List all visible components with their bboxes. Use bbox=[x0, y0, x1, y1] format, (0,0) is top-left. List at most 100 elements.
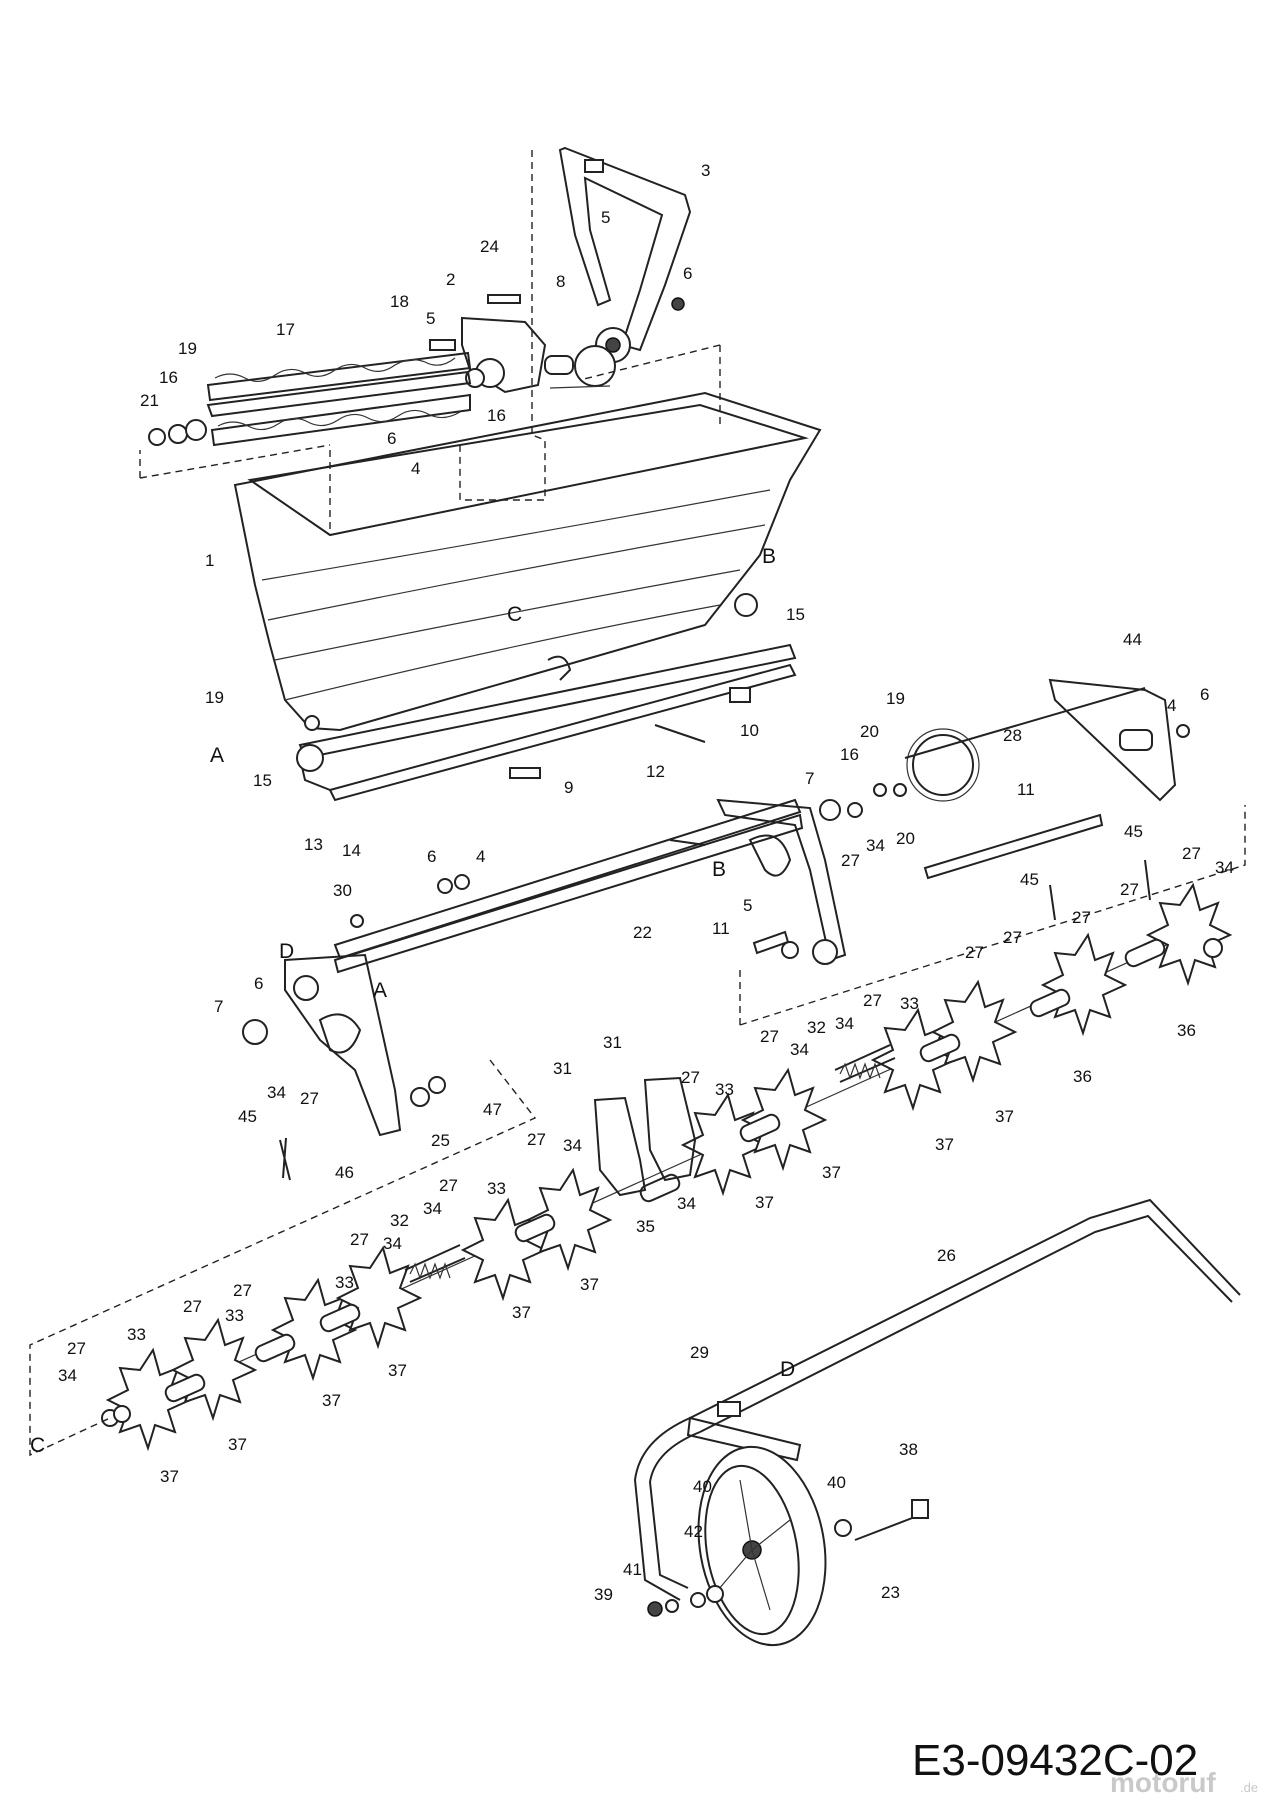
part-label-10: 10 bbox=[740, 721, 759, 740]
watermark-brand: motoruf bbox=[1110, 1767, 1216, 1798]
part-label-6: 6 bbox=[1200, 685, 1209, 704]
part-label-16: 16 bbox=[840, 745, 859, 764]
part-label-31: 31 bbox=[553, 1059, 572, 1078]
watermark-suffix: .de bbox=[1240, 1780, 1258, 1795]
part-label-6: 6 bbox=[683, 264, 692, 283]
part-label-38: 38 bbox=[899, 1440, 918, 1459]
part-label-34: 34 bbox=[677, 1194, 696, 1213]
part-label-4: 4 bbox=[411, 459, 420, 478]
part-label-19: 19 bbox=[205, 688, 224, 707]
frame-assembly bbox=[242, 798, 847, 1137]
part-label-27: 27 bbox=[965, 943, 984, 962]
part-label-47: 47 bbox=[483, 1100, 502, 1119]
part-label-17: 17 bbox=[276, 320, 295, 339]
part-label-37: 37 bbox=[388, 1361, 407, 1380]
part-label-34: 34 bbox=[866, 836, 885, 855]
chain-drive-assembly bbox=[819, 678, 1190, 880]
part-label-32: 32 bbox=[807, 1018, 826, 1037]
part-label-27: 27 bbox=[300, 1089, 319, 1108]
part-label-27: 27 bbox=[67, 1339, 86, 1358]
handle-bracket bbox=[558, 146, 692, 363]
part-label-19: 19 bbox=[178, 339, 197, 358]
part-label-1: 1 bbox=[205, 551, 214, 570]
part-label-40: 40 bbox=[693, 1477, 712, 1496]
part-label-27: 27 bbox=[350, 1230, 369, 1249]
part-label-45: 45 bbox=[238, 1107, 257, 1126]
part-label-32: 32 bbox=[390, 1211, 409, 1230]
part-label-34: 34 bbox=[835, 1014, 854, 1033]
part-label-27: 27 bbox=[1120, 880, 1139, 899]
part-label-37: 37 bbox=[228, 1435, 247, 1454]
part-label-34: 34 bbox=[563, 1136, 582, 1155]
part-label-30: 30 bbox=[333, 881, 352, 900]
part-label-16: 16 bbox=[487, 406, 506, 425]
ref-letter-b: B bbox=[762, 545, 776, 568]
part-label-28: 28 bbox=[1003, 726, 1022, 745]
part-label-22: 22 bbox=[633, 923, 652, 942]
part-label-11: 11 bbox=[712, 919, 730, 938]
part-label-37: 37 bbox=[160, 1467, 179, 1486]
part-label-37: 37 bbox=[755, 1193, 774, 1212]
part-label-16: 16 bbox=[159, 368, 178, 387]
part-label-7: 7 bbox=[214, 997, 223, 1016]
part-label-4: 4 bbox=[476, 847, 485, 866]
ref-letter-c: C bbox=[30, 1434, 45, 1457]
part-label-40: 40 bbox=[827, 1473, 846, 1492]
part-label-33: 33 bbox=[900, 994, 919, 1013]
part-label-34: 34 bbox=[58, 1366, 77, 1385]
part-label-27: 27 bbox=[760, 1027, 779, 1046]
part-label-14: 14 bbox=[342, 841, 361, 860]
part-label-5: 5 bbox=[426, 309, 435, 328]
ref-letter-a: A bbox=[373, 979, 387, 1002]
part-label-46: 46 bbox=[335, 1163, 354, 1182]
part-label-34: 34 bbox=[790, 1040, 809, 1059]
part-label-36: 36 bbox=[1073, 1067, 1092, 1086]
part-label-34: 34 bbox=[423, 1199, 442, 1218]
part-label-45: 45 bbox=[1020, 870, 1039, 889]
part-label-20: 20 bbox=[860, 722, 879, 741]
part-label-5: 5 bbox=[743, 896, 752, 915]
part-label-39: 39 bbox=[594, 1585, 613, 1604]
part-label-15: 15 bbox=[253, 771, 272, 790]
ref-letter-d: D bbox=[279, 940, 294, 963]
part-label-24: 24 bbox=[480, 237, 499, 256]
part-label-11: 11 bbox=[1017, 780, 1035, 799]
part-label-9: 9 bbox=[564, 778, 573, 797]
part-label-37: 37 bbox=[580, 1275, 599, 1294]
part-label-27: 27 bbox=[233, 1281, 252, 1300]
part-number-labels: 3 5 24 2 8 6 18 5 17 19 16 21 16 6 4 1 1… bbox=[58, 161, 1234, 1604]
part-label-29: 29 bbox=[690, 1343, 709, 1362]
part-label-37: 37 bbox=[822, 1163, 841, 1182]
part-label-27: 27 bbox=[1182, 844, 1201, 863]
part-label-45: 45 bbox=[1124, 822, 1143, 841]
part-label-33: 33 bbox=[127, 1325, 146, 1344]
part-label-33: 33 bbox=[335, 1273, 354, 1292]
part-label-3: 3 bbox=[701, 161, 710, 180]
part-label-34: 34 bbox=[1215, 858, 1234, 877]
part-label-35: 35 bbox=[636, 1217, 655, 1236]
part-label-31: 31 bbox=[603, 1033, 622, 1052]
part-label-34: 34 bbox=[383, 1234, 402, 1253]
hopper-bottom-rails bbox=[296, 593, 797, 802]
drawing-code: E3-09432C-02 bbox=[912, 1736, 1198, 1785]
part-label-42: 42 bbox=[684, 1522, 703, 1541]
part-label-33: 33 bbox=[487, 1179, 506, 1198]
agitator-bars bbox=[148, 351, 472, 447]
part-label-12: 12 bbox=[646, 762, 665, 781]
reference-letters: B C A B D A C D bbox=[30, 545, 795, 1457]
part-label-27: 27 bbox=[863, 991, 882, 1010]
part-label-33: 33 bbox=[715, 1080, 734, 1099]
ref-letter-d: D bbox=[780, 1358, 795, 1381]
part-label-2: 2 bbox=[446, 270, 455, 289]
part-label-25: 25 bbox=[431, 1131, 450, 1150]
part-label-18: 18 bbox=[390, 292, 409, 311]
part-label-8: 8 bbox=[556, 272, 565, 291]
part-label-37: 37 bbox=[935, 1135, 954, 1154]
part-label-27: 27 bbox=[527, 1130, 546, 1149]
part-label-34: 34 bbox=[267, 1083, 286, 1102]
part-label-27: 27 bbox=[1003, 928, 1022, 947]
part-label-4: 4 bbox=[1167, 696, 1176, 715]
part-label-37: 37 bbox=[512, 1303, 531, 1322]
dashed-guide-lines bbox=[29, 150, 1246, 1457]
